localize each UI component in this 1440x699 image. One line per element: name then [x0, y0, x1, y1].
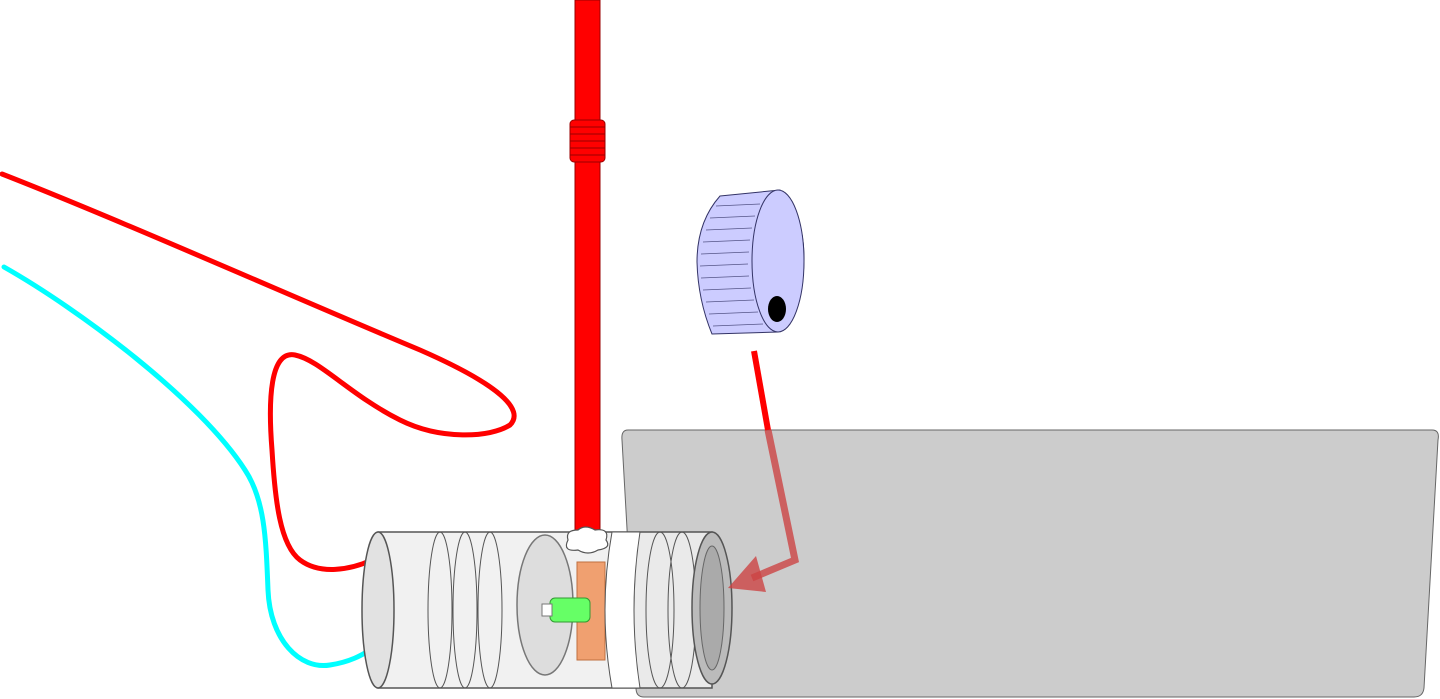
tuning-knob-icon: [696, 189, 805, 335]
antenna-rod-icon: [565, 0, 609, 554]
solder-joint: [565, 526, 609, 554]
knob-shaft-hole: [768, 296, 786, 322]
cyan-wire: [1, 264, 373, 669]
cylinder-ribs-left: [427, 531, 503, 689]
arrow-head: [728, 556, 766, 592]
arrow-shaft: [750, 429, 800, 582]
knob-grip-lines: [699, 203, 764, 327]
antenna-shaft: [574, 0, 601, 536]
gray-panel: [621, 429, 1439, 698]
green-shaft: [549, 597, 591, 623]
knob-guide-line: [751, 350, 771, 431]
shaft-tip: [541, 603, 553, 617]
red-wire: [0, 171, 517, 572]
knob-face: [751, 189, 805, 333]
white-band: [604, 531, 641, 689]
capacitor-cylinder-icon: [361, 531, 733, 689]
insert-arrow-icon: [728, 429, 800, 592]
cylinder-right-inner: [699, 545, 725, 671]
cylinder-left-cap: [361, 531, 395, 689]
antenna-coupler: [569, 119, 606, 163]
